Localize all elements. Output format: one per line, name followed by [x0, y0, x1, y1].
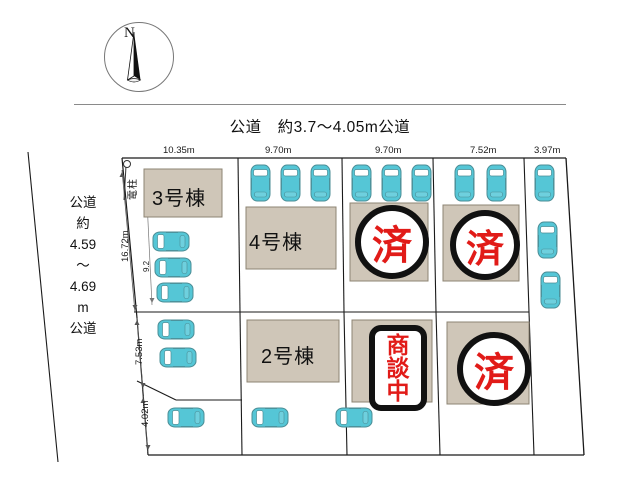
parking-space: [154, 257, 192, 278]
left-road-line-2: 約: [76, 216, 90, 231]
parking-space: [167, 407, 205, 428]
parking-space: [335, 407, 373, 428]
parking-space: [251, 407, 289, 428]
dimension-width-4: 7.52m: [470, 145, 497, 156]
top-dimension-row: 10.35m 9.70m 9.70m 7.52m 3.97m: [0, 145, 640, 159]
left-road-line-4: 〜: [76, 258, 90, 273]
parking-space: [152, 231, 190, 252]
dimension-width-1: 10.35m: [163, 145, 195, 156]
parking-space: [486, 164, 507, 202]
header-divider: [74, 104, 566, 105]
parking-space: [156, 282, 194, 303]
parking-space: [157, 319, 195, 340]
compass-rose-icon: [126, 31, 142, 83]
lot-label-3[interactable]: 3号棟: [152, 188, 207, 210]
negotiating-char-2: 談: [386, 354, 410, 381]
dimension-height-3: 4.02m: [140, 400, 151, 427]
dimension-height-1: 16.72m: [120, 230, 131, 262]
lot-label-4[interactable]: 4号棟: [249, 232, 304, 254]
parking-space: [351, 164, 372, 202]
parking-space: [537, 221, 558, 259]
parking-space: [159, 347, 197, 368]
parking-space: [250, 164, 271, 202]
left-road-label: 公道 約 4.59 〜 4.69 m 公道: [66, 192, 100, 339]
parking-space: [280, 164, 301, 202]
negotiating-char-1: 商: [386, 331, 410, 358]
status-badge-sold-b[interactable]: 済: [450, 210, 520, 280]
negotiating-char-3: 中: [386, 377, 410, 404]
top-road-label: 公道 約3.7〜4.05m公道: [229, 119, 411, 136]
left-road-line-5: 4.69: [69, 279, 97, 294]
status-badge-sold-a[interactable]: 済: [355, 205, 429, 279]
utility-pole-icon: [123, 160, 131, 168]
dimension-width-5: 3.97m: [534, 145, 561, 156]
status-badge-sold-c[interactable]: 済: [457, 332, 531, 406]
left-road-line-1: 公道: [69, 195, 97, 210]
dimension-width-3: 9.70m: [375, 145, 402, 156]
parking-space: [381, 164, 402, 202]
parking-space: [454, 164, 475, 202]
left-road-line-7: 公道: [69, 321, 97, 336]
parking-space: [411, 164, 432, 202]
dimension-width-2: 9.70m: [265, 145, 292, 156]
compass-north-label: N: [124, 25, 135, 41]
parking-space: [310, 164, 331, 202]
left-road-line-6: m: [77, 300, 89, 315]
dimension-inner-height: 9.2: [142, 260, 151, 272]
status-badge-negotiating[interactable]: 商 談 中: [369, 325, 427, 411]
utility-pole-label: 電柱: [128, 178, 139, 200]
parking-space: [534, 164, 555, 202]
left-road-line-3: 4.59: [69, 237, 97, 252]
dimension-height-2: 7.53m: [134, 338, 145, 365]
lot-label-2[interactable]: 2号棟: [261, 346, 316, 368]
parking-space: [540, 271, 561, 309]
